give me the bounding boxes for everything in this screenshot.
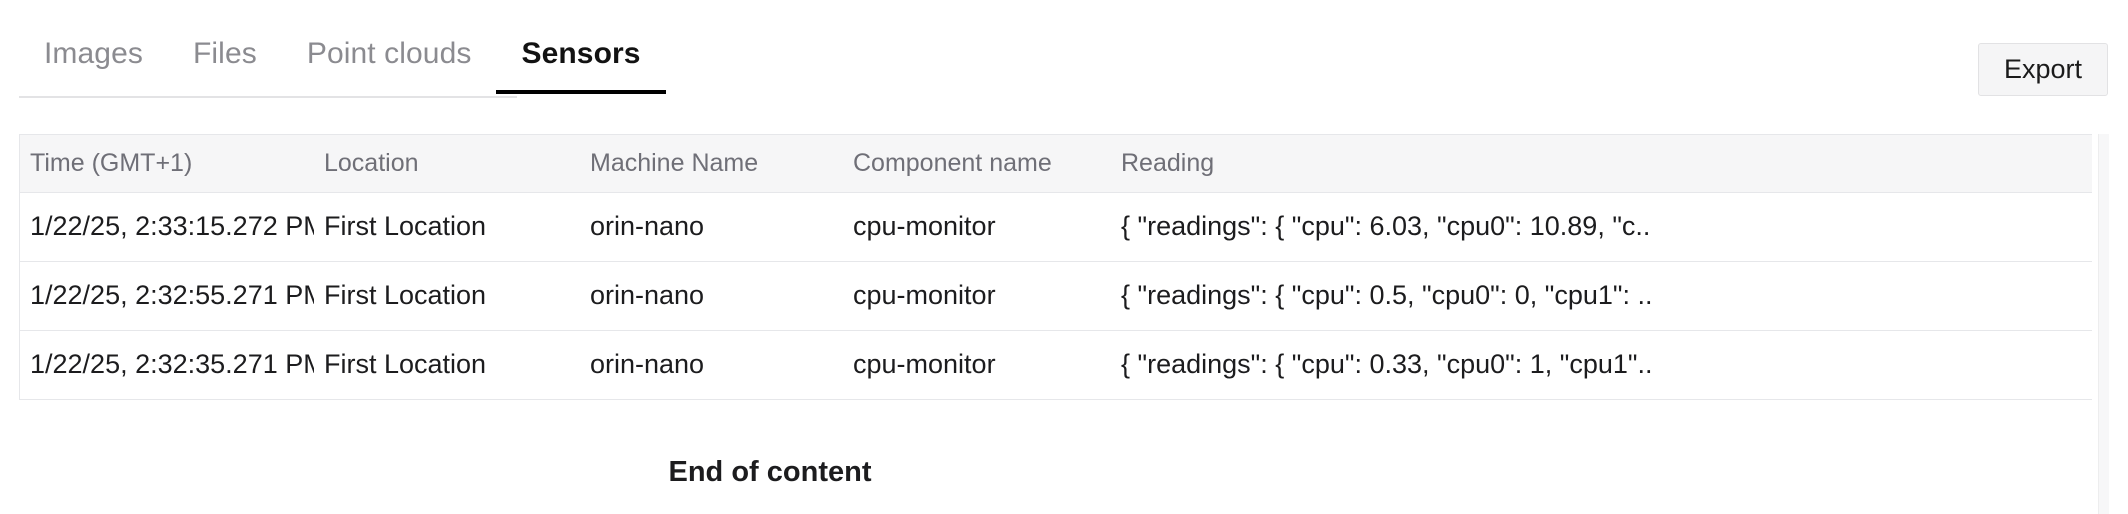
export-button-label: Export	[2003, 54, 2083, 84]
vertical-scrollbar[interactable]	[2098, 134, 2109, 514]
tab-files-label: Files	[192, 37, 257, 70]
cell-location: First Location	[314, 330, 580, 399]
cell-reading: { "readings": { "cpu": 0.5, "cpu0": 0, "…	[1111, 261, 2092, 331]
column-header-location[interactable]: Location	[314, 135, 580, 193]
table-row[interactable]: 1/22/25, 2:33:15.272 PM First Location o…	[20, 192, 2092, 262]
sensors-table-container: Time (GMT+1) Location Machine Name Compo…	[19, 134, 2092, 400]
cell-machine: orin-nano	[580, 192, 843, 262]
cell-location: First Location	[314, 261, 580, 331]
end-of-content-label: End of content	[668, 456, 872, 488]
cell-component: cpu-monitor	[843, 192, 1111, 262]
cell-component: cpu-monitor	[843, 330, 1111, 399]
export-button[interactable]: Export	[1978, 43, 2108, 96]
column-header-time[interactable]: Time (GMT+1)	[20, 135, 314, 193]
cell-component: cpu-monitor	[843, 261, 1111, 331]
tab-point-clouds[interactable]: Point clouds	[282, 18, 497, 94]
tab-bar: Images Files Point clouds Sensors	[19, 18, 2109, 98]
tab-sensors-label: Sensors	[521, 37, 641, 70]
sensors-table: Time (GMT+1) Location Machine Name Compo…	[20, 135, 2092, 399]
column-header-reading[interactable]: Reading	[1111, 135, 2092, 193]
cell-time: 1/22/25, 2:32:35.271 PM	[20, 330, 314, 399]
table-row[interactable]: 1/22/25, 2:32:55.271 PM First Location o…	[20, 261, 2092, 331]
column-header-component[interactable]: Component name	[843, 135, 1111, 193]
cell-reading: { "readings": { "cpu": 0.33, "cpu0": 1, …	[1111, 330, 2092, 399]
cell-reading: { "readings": { "cpu": 6.03, "cpu0": 10.…	[1111, 192, 2092, 262]
active-tab-underline	[496, 90, 666, 94]
table-row[interactable]: 1/22/25, 2:32:35.271 PM First Location o…	[20, 330, 2092, 399]
tab-sensors[interactable]: Sensors	[496, 18, 666, 94]
tab-files[interactable]: Files	[168, 18, 282, 94]
cell-time: 1/22/25, 2:33:15.272 PM	[20, 192, 314, 262]
cell-time: 1/22/25, 2:32:55.271 PM	[20, 261, 314, 331]
column-header-machine[interactable]: Machine Name	[580, 135, 843, 193]
table-body: 1/22/25, 2:33:15.272 PM First Location o…	[20, 192, 2092, 399]
cell-machine: orin-nano	[580, 261, 843, 331]
table-header: Time (GMT+1) Location Machine Name Compo…	[20, 135, 2092, 193]
tab-images[interactable]: Images	[19, 18, 168, 94]
tab-list: Images Files Point clouds Sensors	[19, 18, 666, 94]
table-header-row: Time (GMT+1) Location Machine Name Compo…	[20, 135, 2092, 193]
tab-point-clouds-label: Point clouds	[306, 37, 472, 70]
tab-images-label: Images	[44, 37, 143, 70]
cell-machine: orin-nano	[580, 330, 843, 399]
cell-location: First Location	[314, 192, 580, 262]
tab-bar-divider	[19, 96, 517, 98]
